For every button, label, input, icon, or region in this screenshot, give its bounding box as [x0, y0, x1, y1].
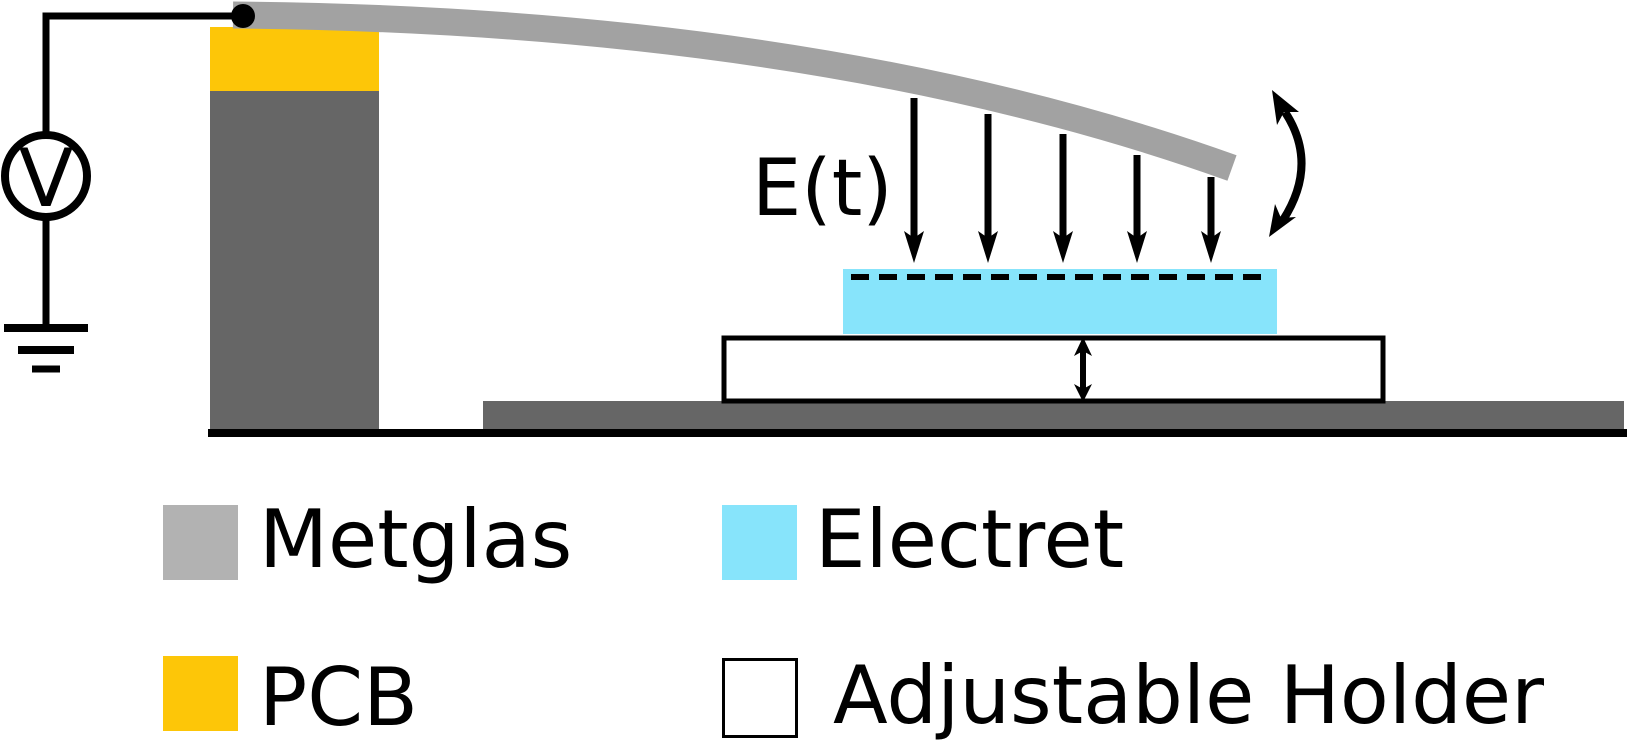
legend-label-pcb: PCB: [259, 651, 418, 740]
field-arrow-head: [1201, 231, 1221, 263]
legend-swatch-adjustable-holder: [722, 658, 798, 738]
wire-to-beam: [42, 12, 238, 137]
gap-adjust-arrow: [1074, 337, 1092, 402]
metglas-beam: [232, 1, 1237, 181]
ground-baseline: [208, 429, 1627, 437]
oscillation-arc: [1279, 109, 1306, 223]
field-arrow-head: [978, 231, 998, 263]
legend-label-adjustable-holder: Adjustable Holder: [833, 649, 1544, 740]
legend-swatch-metglas: [163, 505, 238, 580]
field-arrow-head: [1053, 231, 1073, 263]
oscillation-arrow-head-bottom: [1269, 204, 1296, 237]
gap-adjust-arrow-head-down: [1074, 384, 1092, 402]
field-arrow-head: [904, 231, 924, 263]
field-arrow: [1201, 177, 1221, 263]
legend: Metglas Electret PCB Adjustable Holder: [163, 493, 1544, 740]
legend-swatch-pcb: [163, 656, 238, 731]
gap-adjust-arrow-head-up: [1074, 337, 1092, 356]
field-arrow: [1053, 134, 1073, 263]
ground-symbol: [4, 324, 88, 373]
voltage-source-circuit: V: [1, 12, 238, 373]
field-arrow-head: [1127, 231, 1147, 263]
field-arrow: [978, 114, 998, 263]
field-arrows: [904, 98, 1221, 263]
legend-swatch-electret: [722, 505, 797, 580]
field-arrow: [1127, 155, 1147, 263]
legend-item-metglas: Metglas: [163, 493, 572, 586]
legend-label-metglas: Metglas: [259, 493, 572, 586]
adjustable-holder: [721, 335, 1386, 404]
support-post: [210, 91, 379, 429]
field-arrow: [904, 98, 924, 263]
oscillation-arrow-head-top: [1272, 90, 1299, 125]
connection-dot: [231, 4, 255, 28]
voltage-source-label: V: [19, 132, 74, 225]
legend-label-electret: Electret: [815, 493, 1124, 586]
base-plate: [483, 401, 1624, 429]
legend-item-adjustable-holder: Adjustable Holder: [722, 649, 1544, 740]
legend-item-electret: Electret: [722, 493, 1124, 586]
oscillation-arrow: [1269, 90, 1306, 237]
pcb-block: [210, 27, 379, 91]
voltage-source-circle: [1, 131, 91, 221]
legend-item-pcb: PCB: [163, 651, 418, 740]
field-label: E(t): [752, 144, 893, 234]
